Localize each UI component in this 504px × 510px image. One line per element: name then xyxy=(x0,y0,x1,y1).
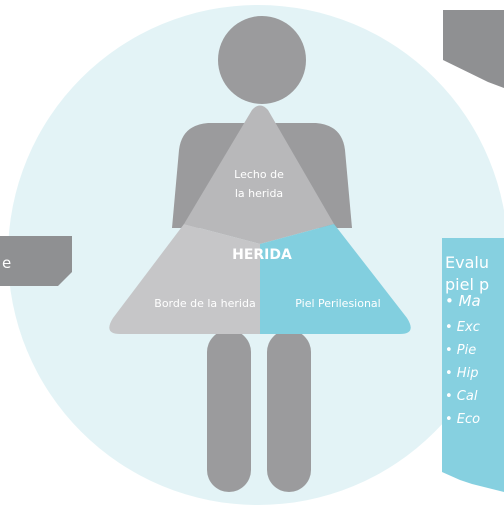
right-callout-item: • Cal xyxy=(445,389,478,404)
perilesional-skin-region xyxy=(260,224,411,334)
figure-left-leg xyxy=(207,330,251,492)
perilesional-skin-label: Piel Perilesional xyxy=(295,297,380,310)
right-callout-item: • Ma xyxy=(445,292,481,310)
right-callout xyxy=(442,238,504,492)
wound-bed-label-line2: la herida xyxy=(235,187,283,200)
wound-bed-region xyxy=(184,105,334,244)
figure-right-leg xyxy=(267,330,311,492)
right-callout-items: • Ma • Exc • Pie • Hip • Cal • Eco xyxy=(445,292,481,427)
figure-head xyxy=(218,16,306,104)
wound-edge-region xyxy=(109,224,260,334)
right-callout-item: • Eco xyxy=(445,412,480,427)
right-callout-item: • Pie xyxy=(445,343,476,358)
right-callout-title-line2: piel p xyxy=(445,275,489,294)
wound-bed-label-line1: Lecho de xyxy=(234,168,284,181)
right-callout-title-line1: Evalu xyxy=(445,253,489,272)
right-callout-item: • Exc xyxy=(445,320,480,335)
center-label: HERIDA xyxy=(232,247,292,263)
left-callout-text: e xyxy=(2,254,11,272)
right-callout-item: • Hip xyxy=(445,366,478,381)
top-right-callout xyxy=(443,10,504,88)
left-callout xyxy=(0,236,72,286)
wound-edge-label: Borde de la herida xyxy=(154,297,255,310)
